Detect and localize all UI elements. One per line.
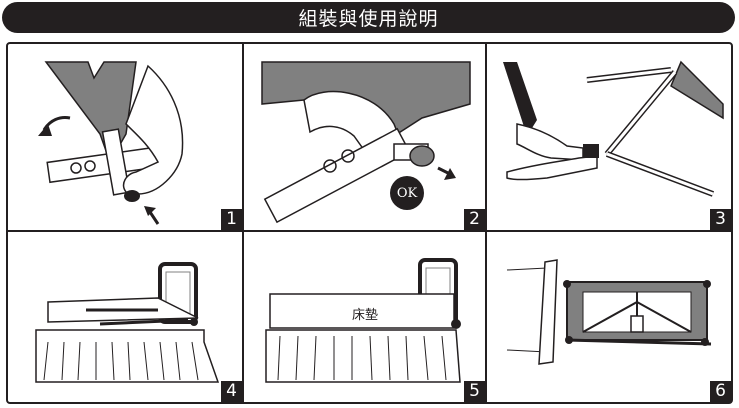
step-5-illustration xyxy=(265,258,461,383)
step-3-panel: 3 xyxy=(487,44,731,230)
step-3-illustration xyxy=(503,60,724,197)
step-6-illustration xyxy=(506,259,712,365)
step-number: 3 xyxy=(710,209,731,230)
step-2-panel: OK 2 xyxy=(244,44,485,230)
step-5-panel: 床墊 5 xyxy=(244,232,485,402)
step-2-illustration xyxy=(261,61,471,224)
step-number: 6 xyxy=(710,381,731,402)
step-1-illustration xyxy=(38,61,184,225)
step-number: 1 xyxy=(221,209,242,230)
ok-badge-text: OK xyxy=(396,185,418,201)
divider xyxy=(8,230,731,232)
step-number: 5 xyxy=(464,381,485,402)
step-4-panel: 4 xyxy=(8,232,242,402)
divider xyxy=(485,44,487,402)
page-title-text: 組裝與使用說明 xyxy=(298,8,439,30)
divider xyxy=(242,44,244,402)
ok-badge: OK xyxy=(390,176,424,210)
step-6-panel: 6 xyxy=(487,232,731,402)
instructions-frame xyxy=(6,42,733,404)
mattress-label: 床墊 xyxy=(352,308,379,323)
page-title: 組裝與使用說明 xyxy=(2,2,735,33)
step-number: 4 xyxy=(221,381,242,402)
step-number: 2 xyxy=(464,209,485,230)
step-4-illustration xyxy=(35,262,220,383)
step-1-panel: 1 xyxy=(8,44,242,230)
